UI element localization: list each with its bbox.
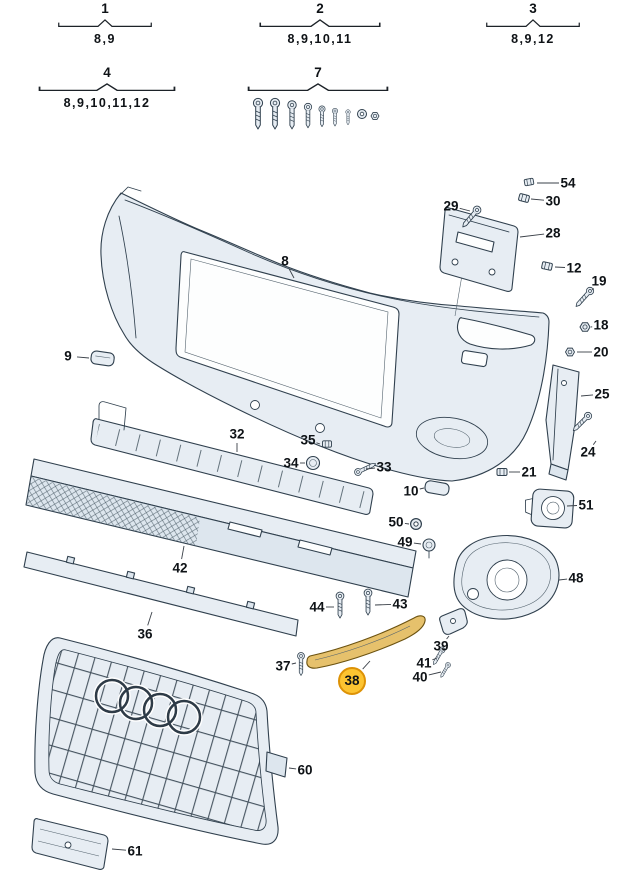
callout-43[interactable]: 43	[392, 596, 408, 612]
part-38-trim-strip[interactable]	[306, 615, 426, 669]
callout-50[interactable]: 50	[388, 514, 404, 530]
bracket-39-drawing	[439, 608, 468, 635]
callout-61[interactable]: 61	[127, 843, 143, 859]
callout-25[interactable]: 25	[594, 386, 610, 402]
callout-18[interactable]: 18	[593, 317, 609, 333]
legend-group-number[interactable]: 4	[103, 65, 111, 80]
callout-42[interactable]: 42	[172, 560, 188, 576]
legend-group-number[interactable]: 3	[529, 1, 537, 16]
sensor-49-drawing	[422, 538, 436, 559]
callout-8[interactable]: 8	[281, 253, 289, 269]
legend-bracket	[58, 18, 152, 27]
legend-group-refs: 8,9,10,11,12	[63, 95, 151, 110]
legend-group-4: 4 8,9,10,11,12	[37, 65, 177, 110]
sensor-holder-51-drawing	[525, 488, 575, 529]
legend-group-1: 1 8,9	[57, 1, 153, 46]
callout-32[interactable]: 32	[229, 426, 245, 442]
callout-44[interactable]: 44	[309, 599, 325, 615]
tow-hook-cap-drawing	[90, 350, 115, 367]
callout-12[interactable]: 12	[566, 260, 582, 276]
spoiler-lip-36-drawing	[23, 551, 299, 637]
callout-35[interactable]: 35	[300, 432, 316, 448]
audi-rings-logo	[93, 677, 203, 736]
callout-21[interactable]: 21	[521, 464, 537, 480]
legend-group-3: 3 8,9,12	[485, 1, 581, 46]
callout-19[interactable]: 19	[591, 273, 607, 289]
legend-group-refs: 8,9,12	[511, 31, 555, 46]
legend-bracket	[486, 18, 580, 27]
callout-28[interactable]: 28	[545, 225, 561, 241]
legend-bracket	[259, 18, 381, 27]
reinforcement-bar-32-drawing	[90, 401, 374, 515]
legend-bracket	[38, 82, 176, 91]
bracket-25-drawing	[545, 364, 580, 481]
callout-40[interactable]: 40	[412, 669, 428, 685]
cap-10-drawing	[424, 480, 450, 496]
legend-group-refs: 8,9	[94, 31, 116, 46]
callout-9[interactable]: 9	[64, 348, 72, 364]
callout-48[interactable]: 48	[568, 570, 584, 586]
callout-20[interactable]: 20	[593, 344, 609, 360]
legend-bracket	[247, 82, 389, 91]
callout-39[interactable]: 39	[433, 638, 449, 654]
callout-33[interactable]: 33	[376, 459, 392, 475]
callout-60[interactable]: 60	[297, 762, 313, 778]
callout-49[interactable]: 49	[397, 534, 413, 550]
callout-29[interactable]: 29	[443, 198, 459, 214]
callout-36[interactable]: 36	[137, 626, 153, 642]
legend-group-number[interactable]: 2	[316, 1, 324, 16]
legend-group-refs: 8,9,10,11	[287, 31, 353, 46]
callout-24[interactable]: 24	[580, 444, 596, 460]
legend-group-number[interactable]: 7	[314, 65, 322, 80]
callout-37[interactable]: 37	[275, 658, 291, 674]
plate-61-drawing	[31, 818, 109, 870]
legend-group-7: 7	[246, 65, 390, 96]
lower-carrier-42-drawing	[25, 458, 417, 598]
callout-34[interactable]: 34	[283, 455, 299, 471]
callout-30[interactable]: 30	[545, 193, 561, 209]
fog-trim-48-drawing	[453, 534, 560, 620]
legend-group-2: 2 8,9,10,11	[258, 1, 382, 46]
legend-group-number[interactable]: 1	[101, 1, 109, 16]
callout-51[interactable]: 51	[578, 497, 594, 513]
callout-54[interactable]: 54	[560, 175, 576, 191]
radiator-grille-drawing	[34, 637, 288, 845]
callout-41[interactable]: 41	[416, 655, 432, 671]
sensor-34-drawing	[305, 455, 321, 471]
callout-10[interactable]: 10	[403, 483, 419, 499]
callout-38[interactable]: 38	[338, 667, 366, 695]
bracket-28-drawing	[439, 207, 519, 292]
